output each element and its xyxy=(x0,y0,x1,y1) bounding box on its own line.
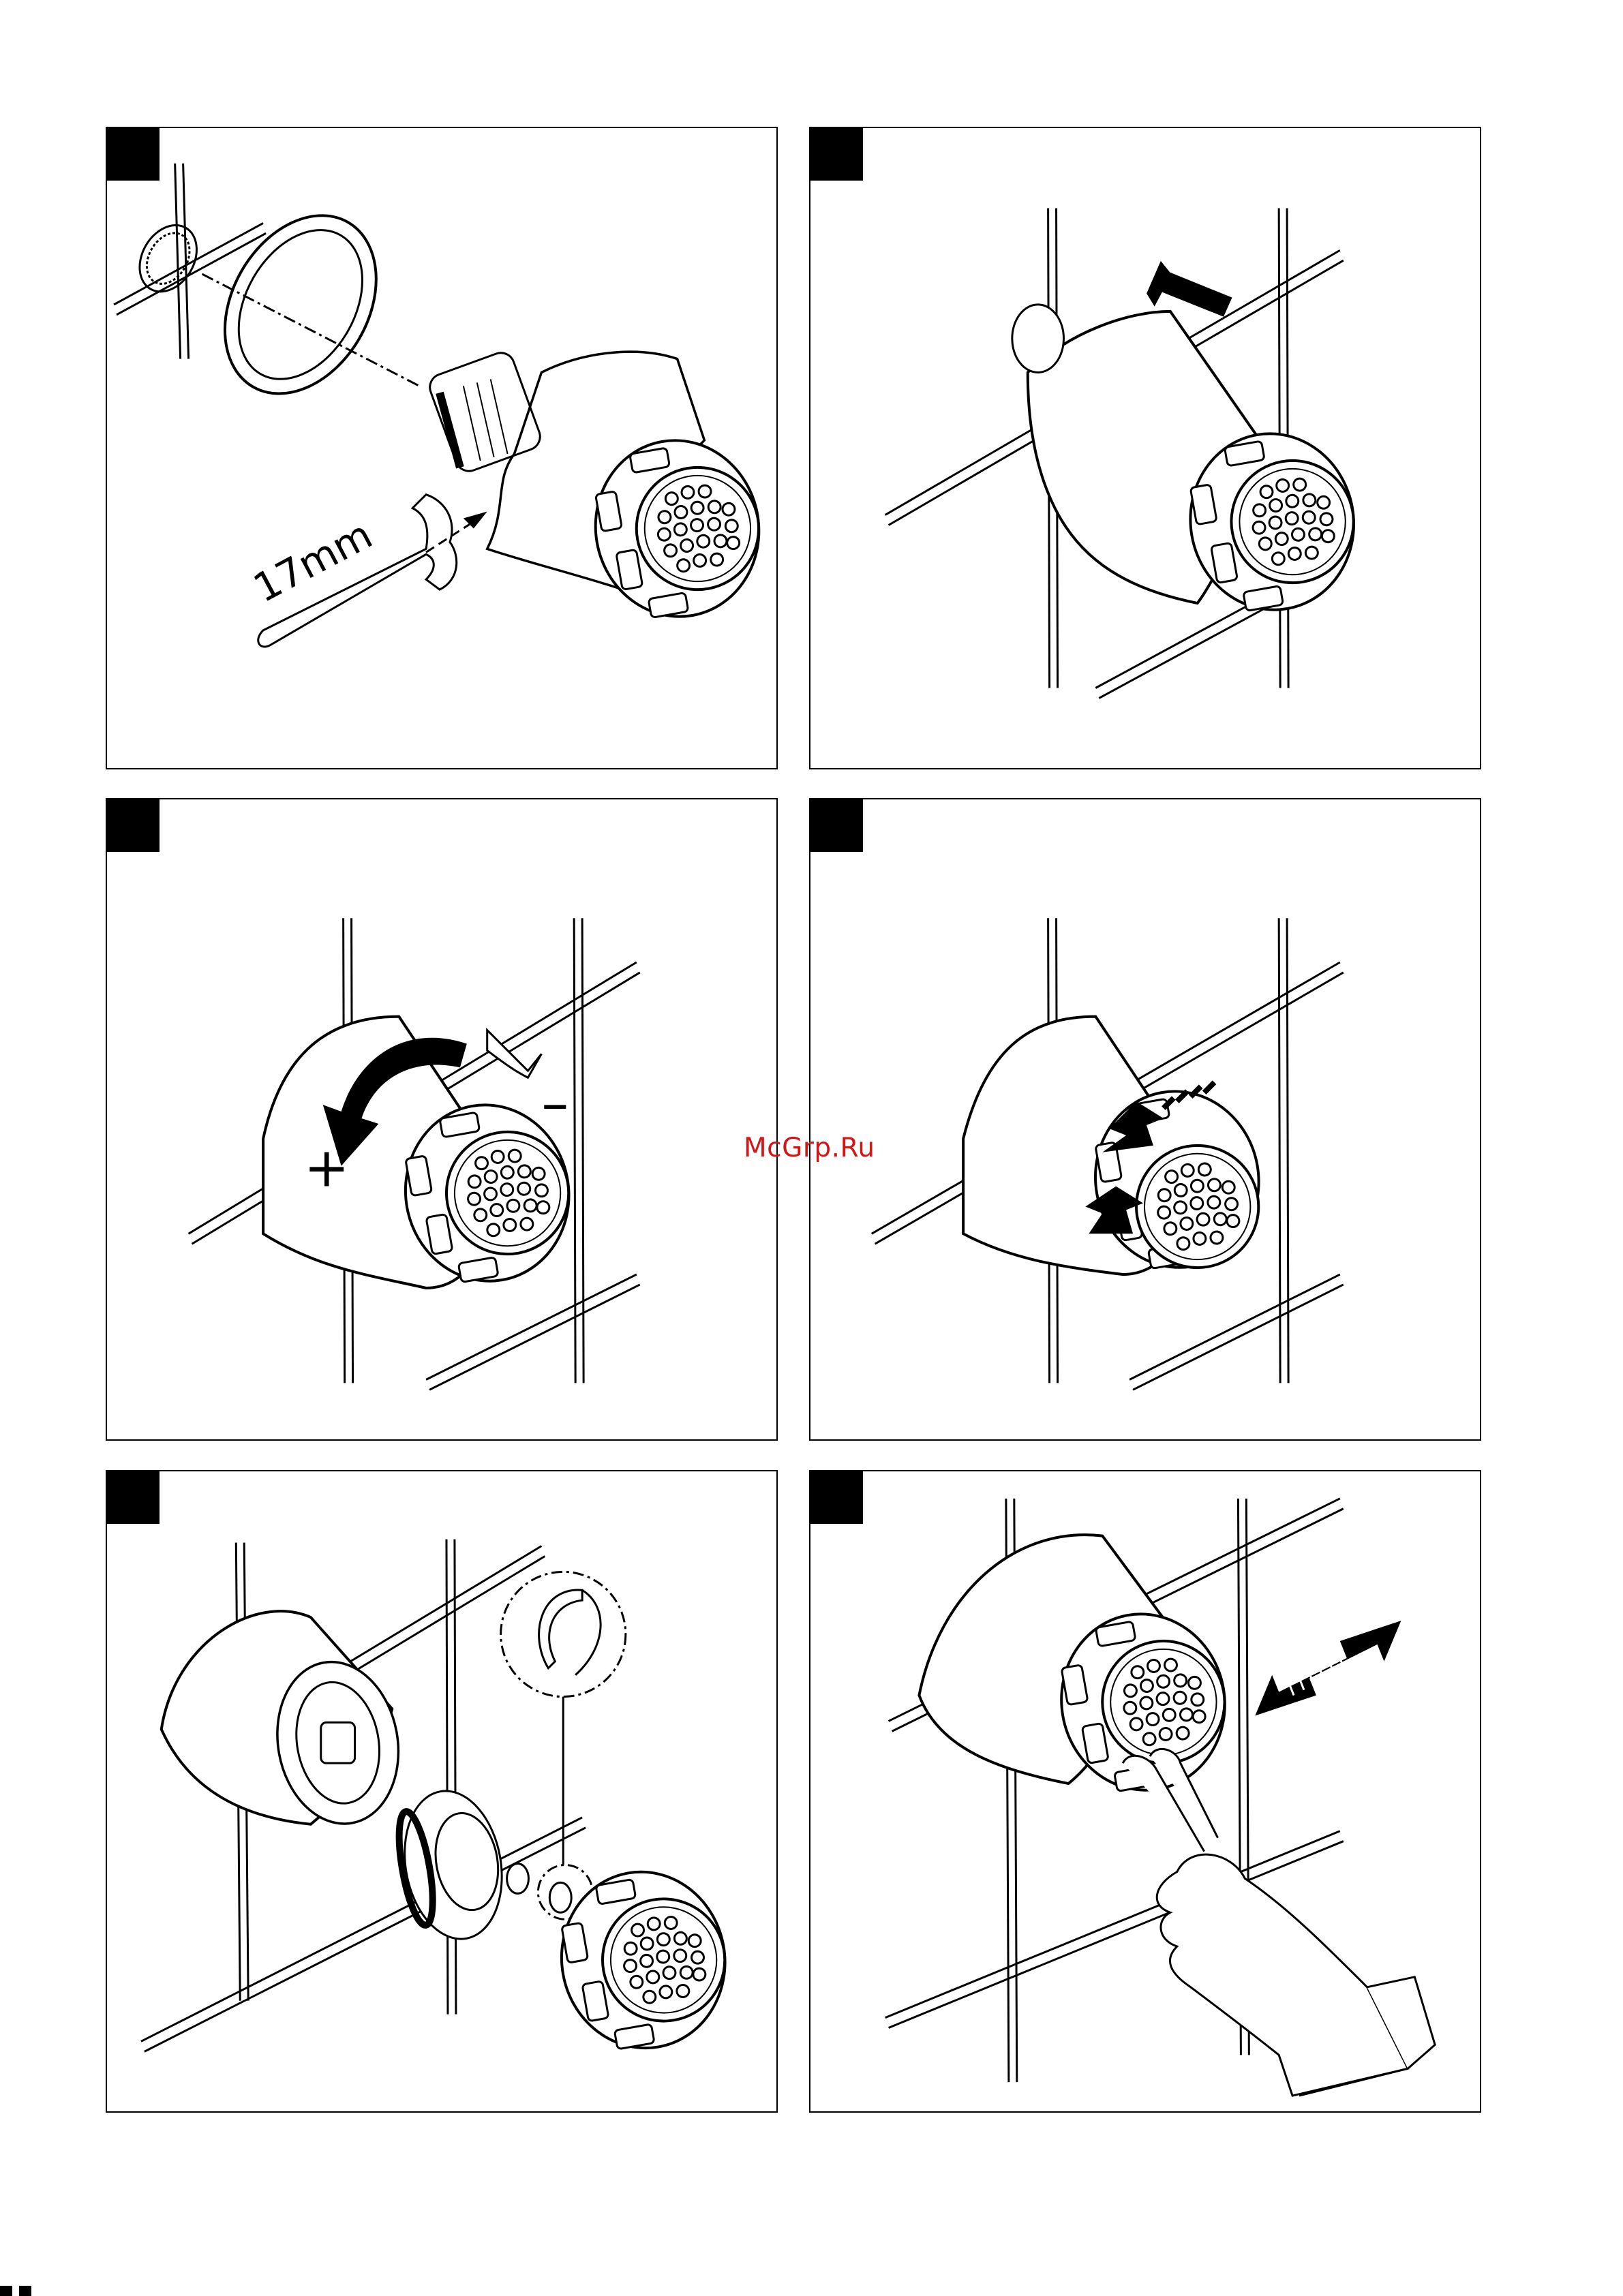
panel-step-4 xyxy=(809,798,1481,1441)
watermark: McGrp.Ru xyxy=(744,1133,875,1163)
panel-step-5 xyxy=(106,1470,778,2113)
hand-icon xyxy=(1123,1749,1435,2096)
panel-2-illustration xyxy=(810,128,1480,768)
panel-3-illustration: + – xyxy=(107,799,776,1439)
panel-step-3: + – xyxy=(106,798,778,1441)
panel-step-2 xyxy=(809,127,1481,769)
wrench-size-label: 17mm xyxy=(246,511,380,611)
panel-1-illustration: 17mm xyxy=(107,128,776,768)
panel-5-illustration xyxy=(107,1471,776,2111)
minus-symbol: – xyxy=(541,1071,568,1135)
double-arrow-icon xyxy=(1255,1621,1401,1715)
footer-mark xyxy=(0,2282,41,2296)
panel-4-illustration xyxy=(810,799,1480,1439)
circlip-detail-icon xyxy=(501,1572,626,1696)
panel-step-1: 17mm xyxy=(106,127,778,769)
panel-6-illustration xyxy=(810,1471,1480,2111)
panel-step-6 xyxy=(809,1470,1481,2113)
plus-symbol: + xyxy=(304,1136,350,1199)
